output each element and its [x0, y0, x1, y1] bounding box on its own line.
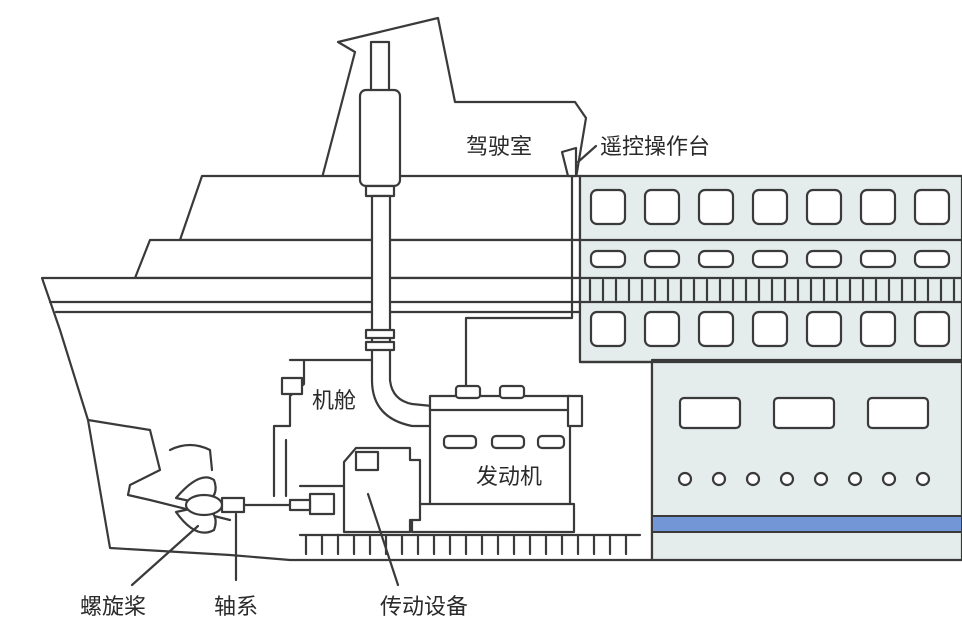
- window: [697, 310, 735, 348]
- funnel-collar: [364, 184, 396, 198]
- porthole: [847, 471, 863, 487]
- label-bridge: 驾驶室: [466, 135, 532, 160]
- propeller-hub: [184, 493, 224, 517]
- window: [913, 249, 951, 269]
- window: [697, 249, 735, 269]
- shaft-segment: [288, 498, 312, 512]
- window: [805, 249, 843, 269]
- control-cable: [464, 174, 574, 390]
- porthole: [881, 471, 897, 487]
- label-remote-console: 遥控操作台: [600, 135, 710, 160]
- porthole: [745, 471, 761, 487]
- window: [805, 310, 843, 348]
- porthole: [677, 471, 693, 487]
- engine-room-pipe: [272, 358, 306, 498]
- engine-block: [428, 404, 572, 508]
- label-transmission: 传动设备: [380, 595, 468, 620]
- engine-vent: [490, 434, 526, 450]
- window: [859, 310, 897, 348]
- window: [589, 188, 627, 226]
- window: [751, 310, 789, 348]
- engine-base: [410, 502, 576, 534]
- window: [772, 396, 836, 430]
- funnel-top: [369, 40, 391, 94]
- window: [805, 188, 843, 226]
- window: [589, 310, 627, 348]
- engine-vent: [536, 434, 566, 450]
- window-row-large: [678, 396, 930, 430]
- hull-stripe: [651, 515, 962, 533]
- remote-console: [560, 146, 578, 178]
- middle-deck-tier: [133, 238, 582, 280]
- window: [643, 249, 681, 269]
- label-engine-room: 机舱: [312, 389, 356, 414]
- floor-supports: [304, 533, 628, 556]
- pipe-valve: [280, 376, 304, 396]
- exhaust-stack: [358, 40, 434, 428]
- propeller: [168, 443, 224, 534]
- silencer: [358, 88, 402, 188]
- window: [913, 310, 951, 348]
- leader-propeller: [130, 524, 200, 587]
- pipe-flange: [364, 340, 396, 352]
- stern-tube: [220, 496, 246, 514]
- window: [751, 188, 789, 226]
- window: [859, 188, 897, 226]
- leader-transmission: [366, 492, 400, 587]
- window-row-upper: [589, 188, 951, 226]
- rudder: [168, 443, 214, 472]
- engine: [410, 384, 584, 534]
- window: [697, 188, 735, 226]
- window: [859, 249, 897, 269]
- stern-recess: [86, 418, 232, 522]
- railing: [588, 278, 956, 302]
- engine-side: [566, 394, 584, 428]
- gearbox-cap: [354, 450, 380, 472]
- shaft-coupling: [308, 492, 336, 516]
- window-row-lower: [589, 310, 951, 348]
- porthole: [711, 471, 727, 487]
- porthole: [813, 471, 829, 487]
- portholes: [677, 471, 931, 487]
- porthole: [779, 471, 795, 487]
- window: [678, 396, 742, 430]
- pipe-flange: [364, 328, 396, 340]
- porthole: [915, 471, 931, 487]
- leader-remote-console: [576, 144, 598, 164]
- label-propeller: 螺旋桨: [80, 595, 146, 620]
- label-shaft: 轴系: [214, 595, 258, 620]
- window-row-small: [589, 249, 951, 269]
- label-engine: 发动机: [476, 465, 542, 490]
- window: [866, 396, 930, 430]
- window: [913, 188, 951, 226]
- engine-valve: [498, 384, 526, 400]
- window: [643, 188, 681, 226]
- window: [589, 249, 627, 269]
- window: [643, 310, 681, 348]
- engine-valve: [454, 384, 482, 400]
- engine-vent: [442, 434, 478, 450]
- window: [751, 249, 789, 269]
